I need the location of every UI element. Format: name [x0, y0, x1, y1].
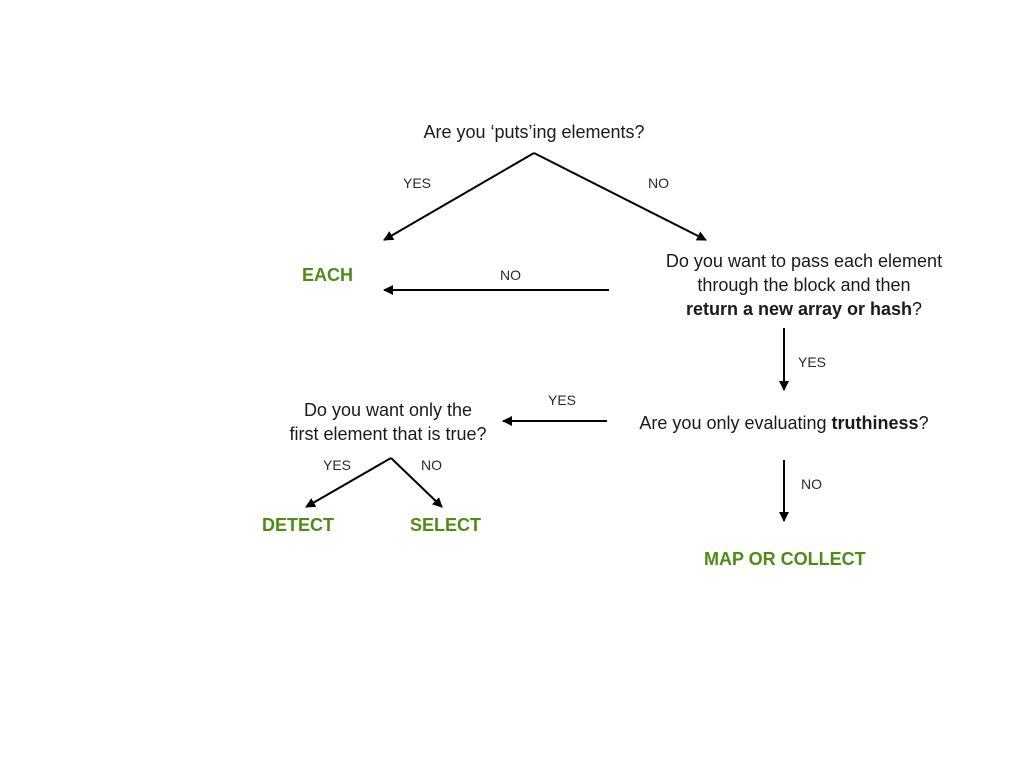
edge-label-q4-yes: YES: [323, 457, 352, 473]
question-first-true-line1: Do you want only the: [303, 400, 473, 420]
arrow-q1-yes: [383, 152, 535, 241]
outcome-detect: DETECT: [262, 515, 334, 535]
question-puts-elements: Are you ‘puts’ing elements?: [381, 120, 687, 144]
question-return-new-array-line1: Do you want to pass each element: [665, 251, 943, 271]
outcome-select: SELECT: [410, 515, 482, 535]
question-truthiness: Are you only evaluating truthiness?: [604, 411, 964, 435]
question-first-true-line2: first element that is true?: [289, 424, 487, 444]
arrow-q1-no: [533, 152, 707, 241]
arrow-q4-no: [390, 457, 443, 508]
question-return-new-array-line2: through the block and then: [697, 275, 911, 295]
question-return-new-array-emphasis: return a new array or hash: [685, 299, 913, 319]
arrow-q4-yes: [305, 457, 392, 508]
question-first-true: Do you want only the first element that …: [258, 398, 518, 446]
edge-label-q4-no: NO: [421, 457, 442, 473]
edge-label-q1-no: NO: [648, 175, 669, 191]
question-truthiness-emphasis: truthiness: [831, 413, 919, 433]
question-truthiness-mark: ?: [918, 413, 929, 433]
question-return-new-array: Do you want to pass each element through…: [614, 249, 994, 321]
edge-label-q3-no: NO: [801, 476, 822, 492]
edge-label-q2-yes: YES: [798, 354, 827, 370]
outcome-map-or-collect: MAP OR COLLECT: [704, 549, 866, 569]
edge-label-q2-no: NO: [500, 267, 521, 283]
edge-label-q3-yes: YES: [548, 392, 577, 408]
question-return-new-array-line3: return a new array or hash?: [614, 297, 994, 321]
question-truthiness-prefix: Are you only evaluating: [639, 413, 832, 433]
question-puts-elements-text: Are you ‘puts’ing elements?: [423, 122, 645, 142]
outcome-each: EACH: [302, 265, 354, 285]
question-return-new-array-mark: ?: [912, 299, 923, 319]
edge-label-q1-yes: YES: [403, 175, 432, 191]
